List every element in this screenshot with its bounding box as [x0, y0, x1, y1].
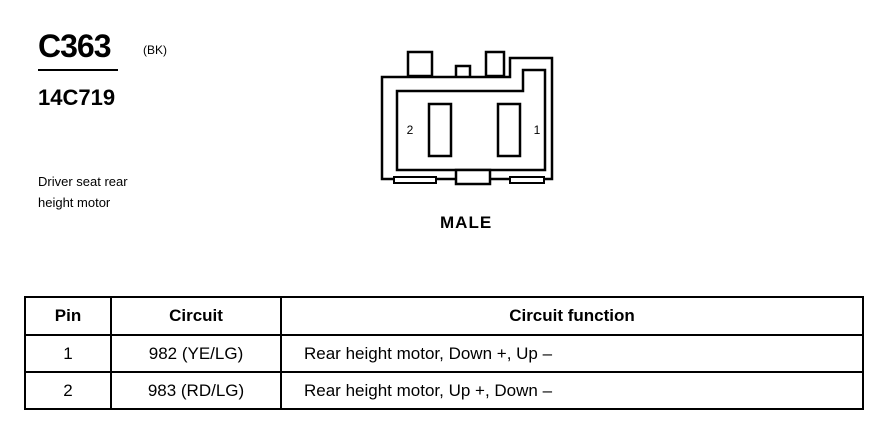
header-pin: Pin [24, 296, 112, 336]
pinout-header-row: Pin Circuit Circuit function [24, 296, 864, 336]
table-row: 1 982 (YE/LG) Rear height motor, Down +,… [24, 334, 864, 373]
connector-diagram: 2 1 [380, 50, 554, 186]
pinout-table: Pin Circuit Circuit function 1 982 (YE/L… [24, 296, 864, 410]
part-number: 14C719 [38, 85, 116, 110]
circuit-cell: 982 (YE/LG) [110, 334, 282, 373]
connector-id-underline [38, 69, 118, 71]
connector-color: (BK) [143, 43, 167, 57]
circuit-cell: 983 (RD/LG) [110, 371, 282, 410]
pin-cell: 1 [24, 334, 112, 373]
connector-inner-shell [395, 68, 547, 172]
connector-gender-label: MALE [440, 213, 493, 232]
connector-bottom-tab-right [509, 176, 545, 184]
connector-tab-right [484, 50, 506, 78]
description-line-2: height motor [38, 195, 111, 210]
pin-2-terminal [427, 102, 453, 158]
connector-bottom-tab-middle [454, 168, 492, 186]
connector-bottom-tab-left [393, 176, 437, 184]
pin-1-terminal [496, 102, 522, 158]
connector-outer-shell [380, 56, 554, 181]
function-cell: Rear height motor, Down +, Up – [280, 334, 864, 373]
header-circuit: Circuit [110, 296, 282, 336]
function-cell: Rear height motor, Up +, Down – [280, 371, 864, 410]
connector-id: C363 [38, 28, 111, 64]
pin-1-label: 1 [534, 123, 541, 137]
connector-description: Driver seat rear height motor [38, 171, 188, 213]
connector-tab-left [406, 50, 434, 78]
table-row: 2 983 (RD/LG) Rear height motor, Up +, D… [24, 371, 864, 410]
description-line-1: Driver seat rear [38, 174, 128, 189]
header-circuit-function: Circuit function [280, 296, 864, 336]
pin-cell: 2 [24, 371, 112, 410]
pin-2-label: 2 [407, 123, 414, 137]
